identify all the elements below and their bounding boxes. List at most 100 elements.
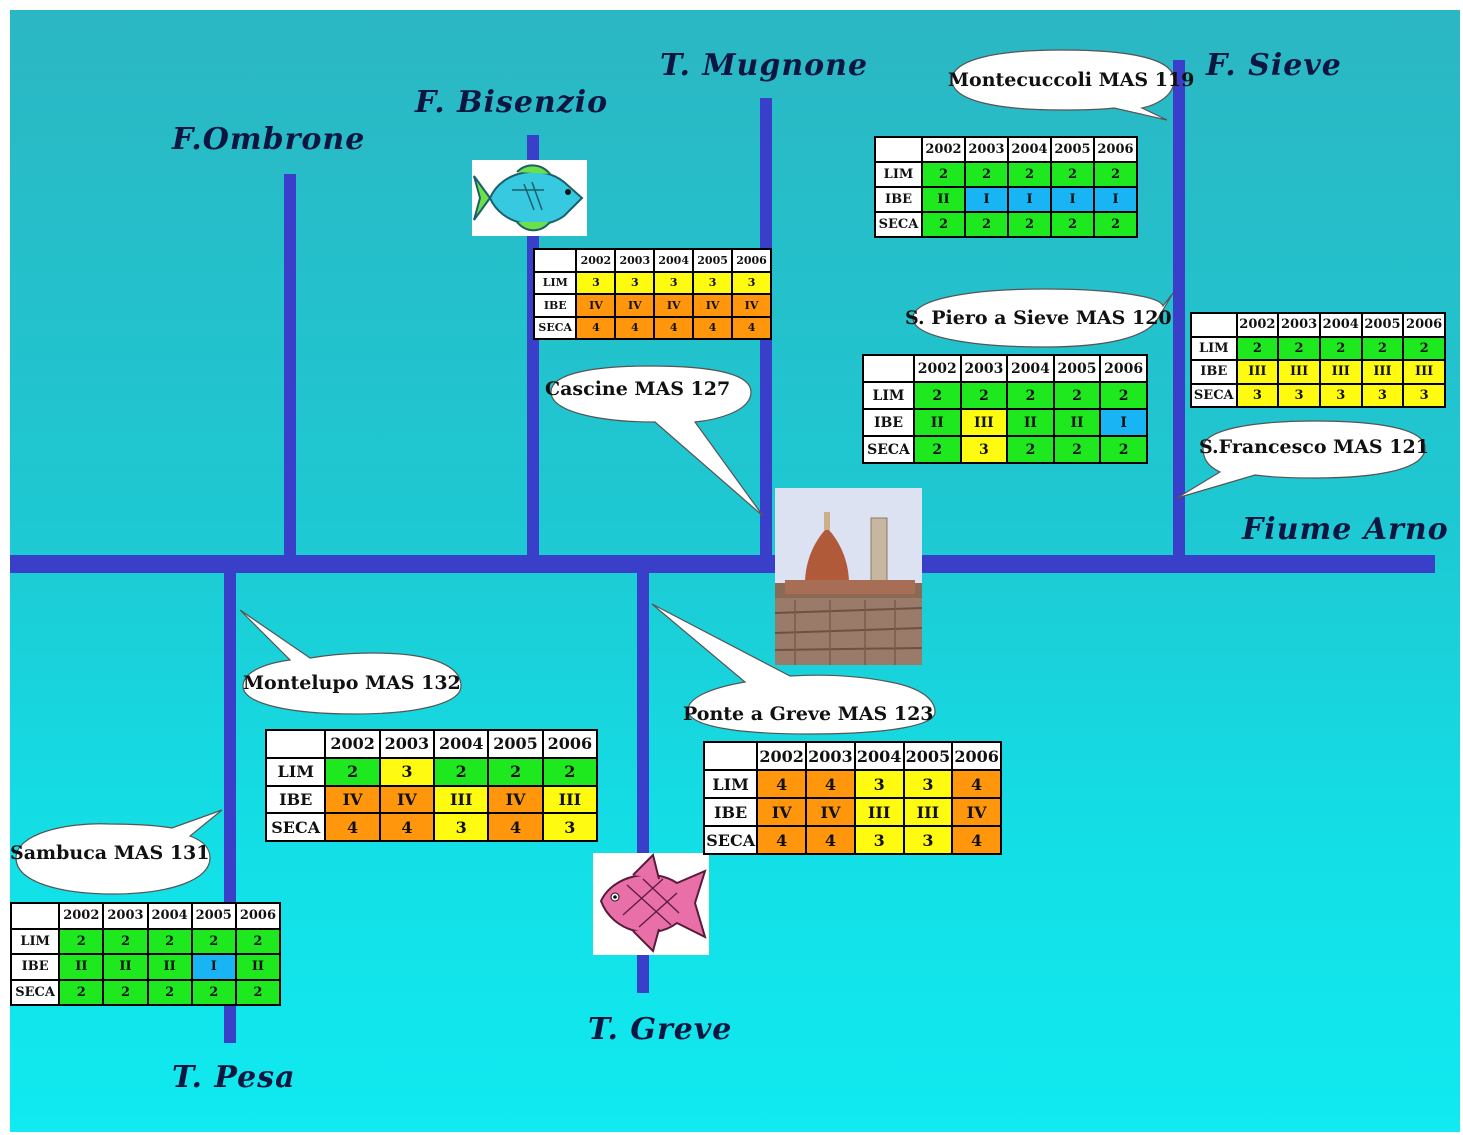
value-cell: IV — [575, 293, 617, 318]
index-label-cell: LIM — [1190, 335, 1238, 361]
value-cell: 2 — [1360, 335, 1405, 361]
table-corner-cell — [874, 136, 923, 163]
year-header-cell: 2002 — [1235, 312, 1280, 338]
river-map: F.Ombrone F. Bisenzio T. Mugnone F. Siev… — [10, 10, 1460, 1132]
index-label-cell: LIM — [532, 270, 578, 295]
value-cell: 3 — [731, 270, 772, 295]
green-fish-icon — [473, 164, 584, 232]
value-cell: III — [959, 408, 1009, 437]
index-label-cell: LIM — [264, 756, 327, 787]
cathedral-picture — [774, 488, 923, 665]
value-cell: 2 — [234, 978, 282, 1006]
bisenzio-label: F. Bisenzio — [415, 85, 609, 120]
piero-label: S. Piero a Sieve MAS 120 — [905, 307, 1172, 329]
value-cell: II — [234, 953, 282, 981]
value-cell: 2 — [190, 927, 237, 955]
year-header-cell: 2004 — [1318, 312, 1363, 338]
greve-station-label: Ponte a Greve MAS 123 — [683, 703, 934, 725]
index-label-cell: SECA — [874, 211, 923, 238]
year-header-cell: 2003 — [963, 136, 1009, 163]
value-cell: 2 — [1006, 211, 1052, 238]
index-label-cell: SECA — [702, 825, 759, 855]
value-cell: III — [853, 797, 905, 827]
index-label-cell: SECA — [862, 435, 915, 464]
montelupo-callout: Montelupo MAS 132 — [235, 608, 465, 718]
value-cell: 4 — [951, 769, 1002, 799]
index-label-cell: SECA — [10, 978, 61, 1006]
value-cell: 2 — [146, 978, 193, 1006]
index-label-cell: IBE — [874, 186, 923, 213]
year-header-cell: 2006 — [731, 248, 772, 273]
value-cell: 2 — [102, 978, 149, 1006]
value-cell: 2 — [234, 927, 282, 955]
value-cell: 3 — [575, 270, 617, 295]
montelupo-label: Montelupo MAS 132 — [243, 672, 461, 694]
value-cell: III — [902, 797, 954, 827]
value-cell: 3 — [1402, 382, 1446, 408]
green-fish-picture — [472, 160, 587, 236]
year-header-cell: 2005 — [487, 729, 544, 759]
value-cell: III — [1360, 359, 1405, 385]
year-header-cell: 2006 — [541, 729, 599, 759]
cascine-callout: Cascine MAS 127 — [545, 364, 775, 524]
value-cell: 2 — [1006, 161, 1052, 188]
value-cell: III — [1235, 359, 1280, 385]
value-cell: III — [541, 784, 599, 815]
value-cell: II — [146, 953, 193, 981]
value-cell: 2 — [963, 211, 1009, 238]
value-cell: 4 — [805, 769, 856, 799]
index-label-cell: LIM — [862, 381, 915, 410]
ombrone-label: F.Ombrone — [172, 122, 366, 157]
table-corner-cell — [862, 354, 915, 383]
value-cell: II — [58, 953, 105, 981]
value-cell: 4 — [575, 315, 617, 340]
value-cell: 3 — [541, 812, 599, 842]
value-cell: IV — [487, 784, 544, 815]
value-cell: 2 — [1092, 211, 1139, 238]
index-label-cell: SECA — [264, 812, 327, 842]
year-header-cell: 2003 — [102, 902, 149, 930]
value-cell: 4 — [692, 315, 734, 340]
pink-fish-icon — [599, 853, 707, 953]
value-cell: II — [912, 408, 962, 437]
value-cell: 4 — [378, 812, 436, 842]
callout-shape — [1176, 420, 1426, 499]
index-label-cell: IBE — [532, 293, 578, 318]
montecuccoli-callout: Montecuccoli MAS 119 — [942, 48, 1194, 121]
value-cell: 3 — [1235, 382, 1280, 408]
index-label-cell: LIM — [702, 769, 759, 799]
index-label-cell: LIM — [10, 927, 61, 955]
value-cell: 2 — [959, 381, 1009, 410]
callout-shape — [550, 365, 764, 517]
value-cell: II — [102, 953, 149, 981]
value-cell: 2 — [1318, 335, 1363, 361]
mugnone-label: T. Mugnone — [660, 48, 869, 83]
index-label-cell: SECA — [1190, 382, 1238, 408]
value-cell: I — [190, 953, 237, 981]
greve-label: T. Greve — [588, 1012, 733, 1047]
value-cell: 2 — [1006, 381, 1055, 410]
table-corner-cell — [10, 902, 61, 930]
value-cell: 3 — [614, 270, 656, 295]
year-header-cell: 2005 — [190, 902, 237, 930]
value-cell: 3 — [853, 769, 905, 799]
year-header-cell: 2004 — [433, 729, 490, 759]
pesa-label: T. Pesa — [172, 1060, 296, 1095]
value-cell: 2 — [1049, 211, 1095, 238]
value-cell: IV — [951, 797, 1002, 827]
arno-river-line — [10, 555, 1435, 573]
